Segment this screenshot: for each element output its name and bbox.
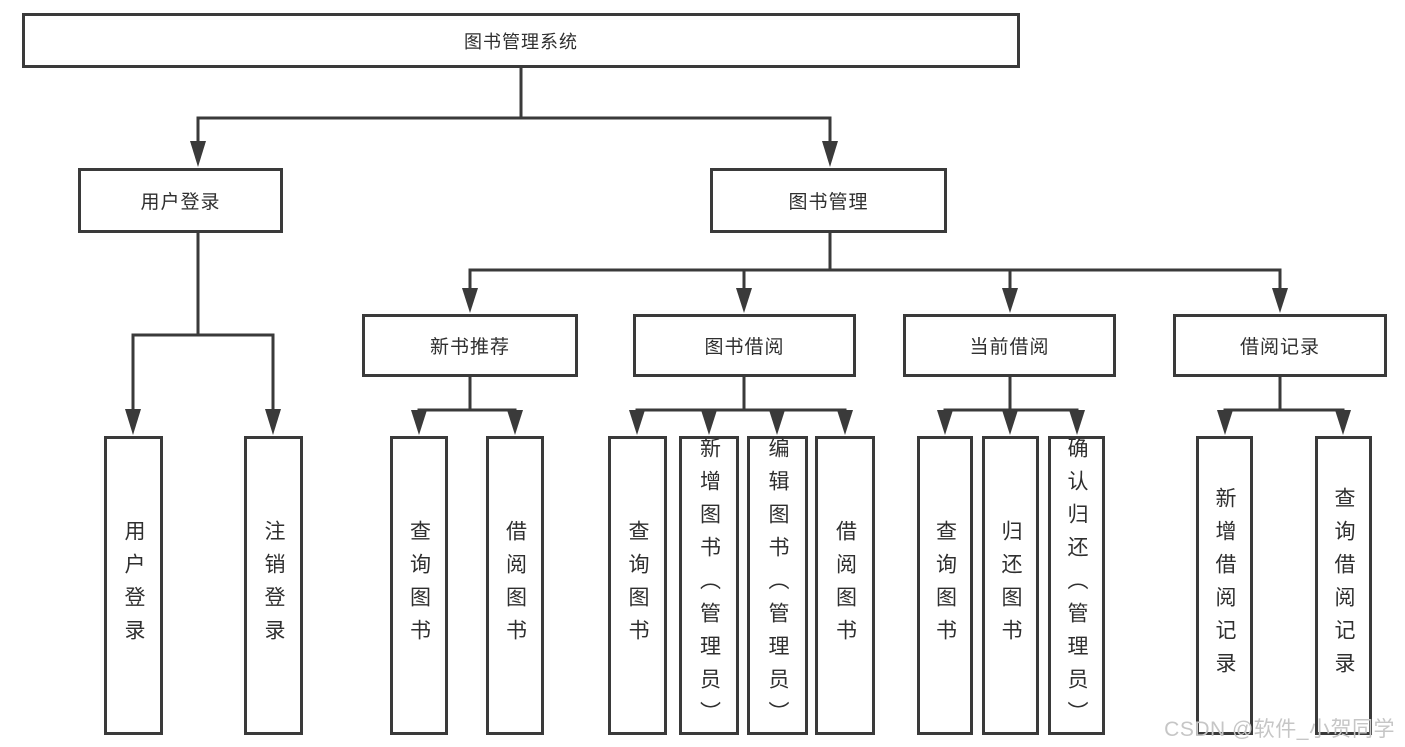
node-label: 当前借阅 — [969, 337, 1050, 358]
node-label: 图书管理 — [788, 192, 869, 213]
arrowheads — [125, 141, 1351, 435]
node-library-management-system: 图书管理系统 — [22, 13, 1020, 68]
node-book-management: 图书管理 — [710, 168, 947, 233]
node-borrow-records: 借阅记录 — [1173, 314, 1387, 377]
leaf-add-books-admin: 新增图书（管理员） — [679, 436, 739, 735]
leaf-borrow-books-recommend: 借阅图书 — [486, 436, 544, 735]
leaf-label: 借阅图书 — [503, 519, 527, 652]
node-label: 图书借阅 — [704, 337, 785, 358]
leaf-borrow-books: 借阅图书 — [815, 436, 875, 735]
leaf-query-books-recommend: 查询图书 — [390, 436, 448, 735]
node-current-borrow: 当前借阅 — [903, 314, 1116, 377]
leaf-label: 查询图书 — [407, 519, 431, 652]
leaf-confirm-return-admin: 确认归还（管理员） — [1048, 436, 1105, 735]
leaf-logout: 注销登录 — [244, 436, 303, 735]
leaf-return-books: 归还图书 — [982, 436, 1039, 735]
leaf-label: 查询图书 — [933, 519, 957, 652]
leaf-label: 用户登录 — [122, 519, 145, 652]
leaf-add-borrow-record: 新增借阅记录 — [1196, 436, 1253, 735]
leaf-query-books-current: 查询图书 — [917, 436, 973, 735]
leaf-label: 注销登录 — [262, 519, 285, 652]
leaf-label: 新增图书（管理员） — [697, 437, 721, 734]
node-book-borrow: 图书借阅 — [633, 314, 856, 377]
leaf-label: 查询图书 — [626, 519, 649, 652]
node-new-book-recommend: 新书推荐 — [362, 314, 578, 377]
node-label: 图书管理系统 — [464, 31, 578, 52]
leaf-label: 查询借阅记录 — [1332, 486, 1355, 685]
leaf-label: 编辑图书（管理员） — [766, 437, 789, 734]
leaf-edit-books-admin: 编辑图书（管理员） — [747, 436, 808, 735]
node-label: 借阅记录 — [1239, 337, 1320, 358]
leaf-label: 借阅图书 — [833, 519, 857, 652]
leaf-query-books-borrow: 查询图书 — [608, 436, 667, 735]
node-label: 新书推荐 — [429, 337, 510, 358]
leaf-query-borrow-record: 查询借阅记录 — [1315, 436, 1372, 735]
leaf-label: 归还图书 — [999, 519, 1022, 652]
node-user-login: 用户登录 — [78, 168, 283, 233]
leaf-user-login: 用户登录 — [104, 436, 163, 735]
leaf-label: 新增借阅记录 — [1213, 486, 1236, 685]
watermark: CSDN @软件_小贺同学 — [1164, 718, 1395, 741]
leaf-label: 确认归还（管理员） — [1065, 437, 1088, 734]
node-label: 用户登录 — [140, 192, 221, 213]
